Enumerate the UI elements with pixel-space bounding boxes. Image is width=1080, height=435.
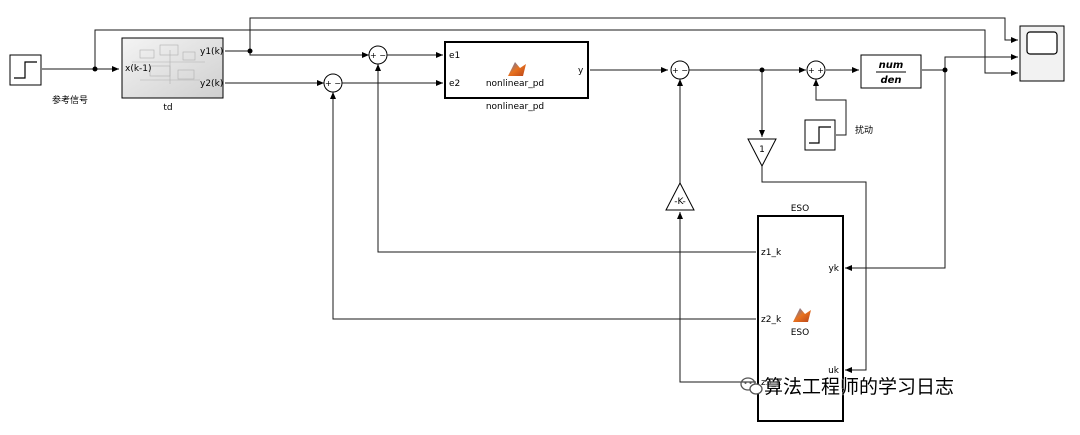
sum3-signs: + − (672, 66, 688, 75)
matlab-icon (793, 308, 811, 322)
tf-numerator: num (879, 60, 904, 71)
eso-inner-label: ESO (791, 328, 809, 338)
gain-block-k[interactable]: -K- (665, 181, 695, 211)
gain-one-value: 1 (759, 145, 765, 155)
pd-block-name: nonlinear_pd (486, 102, 544, 112)
eso-block[interactable]: z1_k z2_k z3_k yk uk ESO (757, 215, 844, 422)
td-subsystem-block[interactable]: x(k-1) y1(k) y2(k) (121, 37, 224, 99)
pd-out-label: y (578, 66, 584, 76)
sum-block-3[interactable]: + − (670, 60, 690, 80)
scope-block[interactable] (1019, 25, 1065, 82)
eso-yk-port: yk (828, 264, 839, 274)
junction-y (942, 67, 948, 73)
wechat-icon (740, 377, 763, 395)
sum1-signs: + − (370, 51, 386, 60)
junctions (92, 48, 948, 73)
pd-block-title: nonlinear_pd (486, 79, 544, 89)
td-out2-label: y2(k) (200, 79, 223, 89)
tf-denominator: den (880, 75, 901, 86)
sum4-signs: + + (808, 66, 824, 75)
sum2-signs: + − (325, 79, 341, 88)
sum-block-2[interactable]: + − (323, 73, 343, 93)
sum-block-1[interactable]: + − (368, 45, 388, 65)
td-block-name: td (163, 103, 172, 113)
matlab-icon (508, 62, 526, 76)
reference-signal-label: 参考信号 (52, 94, 88, 106)
eso-uk-port: uk (828, 366, 840, 376)
watermark-text: 算法工程师的学习日志 (764, 376, 954, 398)
gain-k-value: -K- (674, 197, 685, 207)
td-out1-label: y1(k) (200, 47, 223, 57)
sum-block-4[interactable]: + + (806, 60, 826, 80)
pd-in1-label: e1 (449, 51, 460, 61)
step-block-disturbance[interactable] (804, 119, 836, 151)
eso-block-title: ESO (791, 204, 809, 214)
watermark: 算法工程师的学习日志 (740, 376, 954, 398)
signal-wires (42, 17, 1018, 383)
junction-y1 (247, 48, 253, 54)
junction-ref (92, 66, 98, 72)
transfer-fcn-block[interactable]: num den (860, 54, 922, 89)
eso-z3-port: z3_k (761, 378, 782, 388)
junction-u (759, 67, 765, 73)
td-in-port-label: x(k-1) (125, 64, 152, 74)
eso-z1-port: z1_k (761, 248, 782, 258)
nonlinear-pd-block[interactable]: e1 e2 y nonlinear_pd (444, 41, 589, 99)
pd-in2-label: e2 (449, 79, 460, 89)
step-block-reference[interactable] (9, 54, 42, 86)
eso-z2-port: z2_k (761, 315, 782, 325)
disturbance-label: 扰动 (855, 124, 873, 136)
gain-block-one[interactable]: 1 (747, 138, 777, 168)
